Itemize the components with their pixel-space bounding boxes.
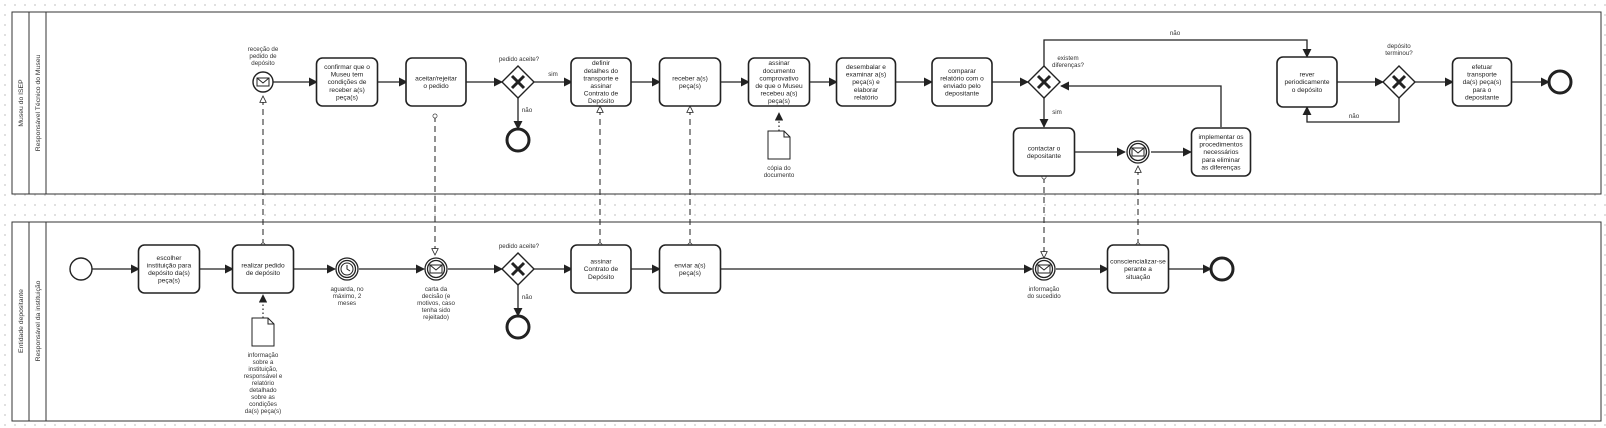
label-sim-diferencas: sim (1052, 109, 1062, 116)
end-event-museu[interactable] (1547, 69, 1573, 95)
x-icon (510, 261, 526, 277)
label-nao-terminou: não (1349, 113, 1360, 120)
x-icon (1036, 74, 1052, 90)
lane-name-entidade: Responsável da instituição (35, 280, 42, 361)
end-event-entidade[interactable] (1209, 256, 1235, 282)
lane-name-museu: Responsável Técnico do Museu (35, 54, 42, 151)
message-event-decision-letter[interactable] (424, 257, 448, 281)
sequence-flow (1043, 39, 1312, 67)
envelope-icon (429, 264, 443, 274)
envelope-icon (1037, 264, 1051, 274)
sequence-flow (1302, 98, 1400, 123)
sequence-flow (1060, 81, 1222, 127)
envelope-icon (256, 77, 270, 87)
associations (258, 112, 784, 318)
sequence-flows-bottom (92, 264, 1212, 317)
label-sim-aceite: sim (548, 71, 558, 78)
x-icon (1391, 74, 1407, 90)
gateway-deposito-terminou[interactable] (1382, 65, 1416, 99)
sequence-flows-top (272, 39, 1550, 157)
label-gw-aceite-bottom: pedido aceite? (499, 243, 540, 250)
task-label: receber a(s)peça(s) (672, 75, 708, 90)
intermediate-message-event-top[interactable] (1126, 140, 1150, 164)
pool-name-entidade: Entidade depositante (18, 289, 25, 353)
envelope-icon (1131, 147, 1145, 157)
pool-entidade: Entidade depositante Responsável da inst… (11, 221, 1602, 422)
message-flows (263, 96, 1138, 258)
gateway-pedido-aceite-top[interactable] (501, 65, 535, 99)
label-nao-diferencas: não (1170, 30, 1181, 37)
doc-copia-icon (767, 130, 791, 160)
pool-name-museu: Museu do ISEP (18, 79, 25, 127)
start-event[interactable] (69, 257, 93, 281)
label-nao-aceite-top: não (522, 107, 533, 114)
task-enviar[interactable]: enviar a(s)peça(s) (658, 244, 722, 294)
end-event-rejected-bottom[interactable] (505, 314, 531, 340)
x-icon (510, 74, 526, 90)
label-gw-aceite-top: pedido aceite? (499, 56, 540, 63)
end-event-rejected-top[interactable] (505, 127, 531, 153)
gateway-pedido-aceite-bottom[interactable] (501, 252, 535, 286)
gateway-existem-diferencas[interactable] (1027, 65, 1061, 99)
timer-event-wait[interactable] (335, 257, 359, 281)
label-nao-aceite-bottom: não (522, 294, 533, 301)
message-event-information[interactable] (1032, 257, 1056, 281)
task-receber[interactable]: receber a(s)peça(s) (658, 57, 722, 107)
doc-info-icon (251, 317, 275, 347)
receive-request-event[interactable] (252, 71, 274, 93)
task-label: enviar a(s)peça(s) (674, 262, 705, 277)
